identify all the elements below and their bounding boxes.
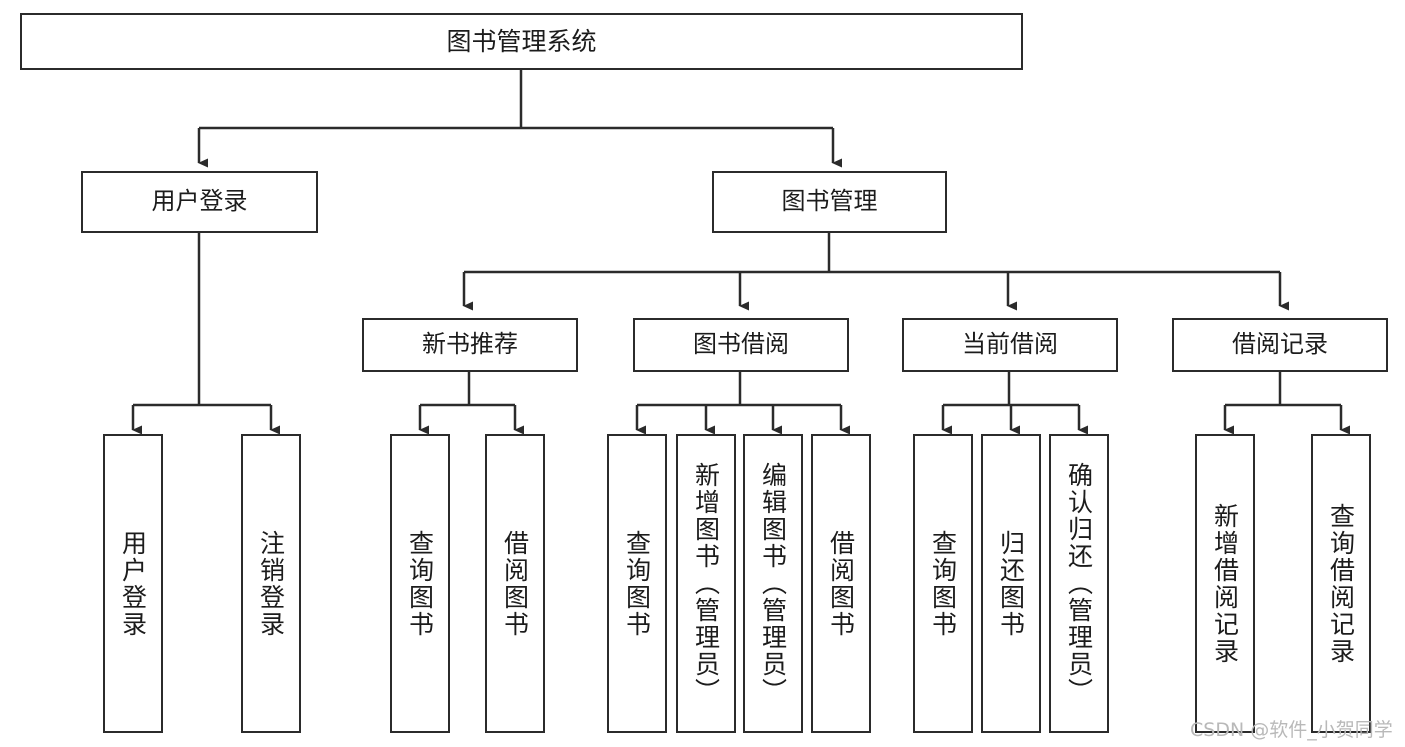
node-leaf-borrow-book-label: 借阅图书 — [826, 529, 856, 638]
node-current-borrow[interactable]: 当前借阅 — [902, 318, 1118, 372]
node-leaf-query-book-borrow-label: 查询图书 — [622, 529, 652, 638]
edges-new-book-recommend-to-leaves — [418, 372, 524, 435]
node-leaf-query-borrow-record[interactable]: 查询借阅记录 — [1311, 434, 1371, 733]
node-user-login[interactable]: 用户登录 — [81, 171, 318, 233]
node-leaf-add-book-admin-label: 新增图书（管理员） — [691, 462, 721, 705]
node-leaf-query-book-recommend[interactable]: 查询图书 — [390, 434, 450, 733]
node-leaf-logout[interactable]: 注销登录 — [241, 434, 301, 733]
node-book-borrow[interactable]: 图书借阅 — [633, 318, 849, 372]
node-leaf-query-book-borrow[interactable]: 查询图书 — [607, 434, 667, 733]
node-leaf-query-book-current-label: 查询图书 — [928, 529, 958, 638]
edges-borrow-record-to-leaves — [1223, 372, 1350, 435]
node-leaf-user-login-label: 用户登录 — [118, 529, 148, 638]
node-user-login-label: 用户登录 — [151, 187, 248, 216]
node-leaf-query-book-recommend-label: 查询图书 — [405, 529, 435, 638]
node-leaf-edit-book-admin-label: 编辑图书（管理员） — [758, 462, 788, 705]
node-leaf-confirm-return-admin[interactable]: 确认归还（管理员） — [1049, 434, 1109, 733]
node-leaf-borrow-book-recommend-label: 借阅图书 — [500, 529, 530, 638]
edges-book-borrow-to-leaves — [635, 372, 850, 435]
node-leaf-add-borrow-record[interactable]: 新增借阅记录 — [1195, 434, 1255, 733]
node-borrow-record-label: 借阅记录 — [1232, 330, 1328, 359]
edges-root-to-level1 — [197, 70, 842, 168]
node-borrow-record[interactable]: 借阅记录 — [1172, 318, 1388, 372]
node-leaf-query-book-current[interactable]: 查询图书 — [913, 434, 973, 733]
node-new-book-recommend[interactable]: 新书推荐 — [362, 318, 578, 372]
node-new-book-recommend-label: 新书推荐 — [422, 330, 518, 359]
node-current-borrow-label: 当前借阅 — [962, 330, 1058, 359]
node-leaf-user-login[interactable]: 用户登录 — [103, 434, 163, 733]
node-leaf-edit-book-admin[interactable]: 编辑图书（管理员） — [743, 434, 803, 733]
node-book-borrow-label: 图书借阅 — [693, 330, 789, 359]
node-leaf-add-book-admin[interactable]: 新增图书（管理员） — [676, 434, 736, 733]
node-book-management-label: 图书管理 — [781, 187, 878, 216]
node-leaf-query-borrow-record-label: 查询借阅记录 — [1326, 502, 1356, 665]
edges-current-borrow-to-leaves — [941, 372, 1088, 435]
node-book-management[interactable]: 图书管理 — [712, 171, 947, 233]
node-leaf-borrow-book-recommend[interactable]: 借阅图书 — [485, 434, 545, 733]
node-leaf-borrow-book[interactable]: 借阅图书 — [811, 434, 871, 733]
node-leaf-logout-label: 注销登录 — [256, 529, 286, 638]
node-root-library-system[interactable]: 图书管理系统 — [20, 13, 1023, 70]
node-leaf-add-borrow-record-label: 新增借阅记录 — [1210, 502, 1240, 665]
node-leaf-return-book-label: 归还图书 — [996, 529, 1026, 638]
node-root-label: 图书管理系统 — [446, 27, 597, 56]
node-leaf-confirm-return-admin-label: 确认归还（管理员） — [1064, 462, 1094, 705]
node-leaf-return-book[interactable]: 归还图书 — [981, 434, 1041, 733]
edges-book-management-to-children — [462, 233, 1289, 311]
edges-user-login-to-leaves — [131, 233, 280, 435]
